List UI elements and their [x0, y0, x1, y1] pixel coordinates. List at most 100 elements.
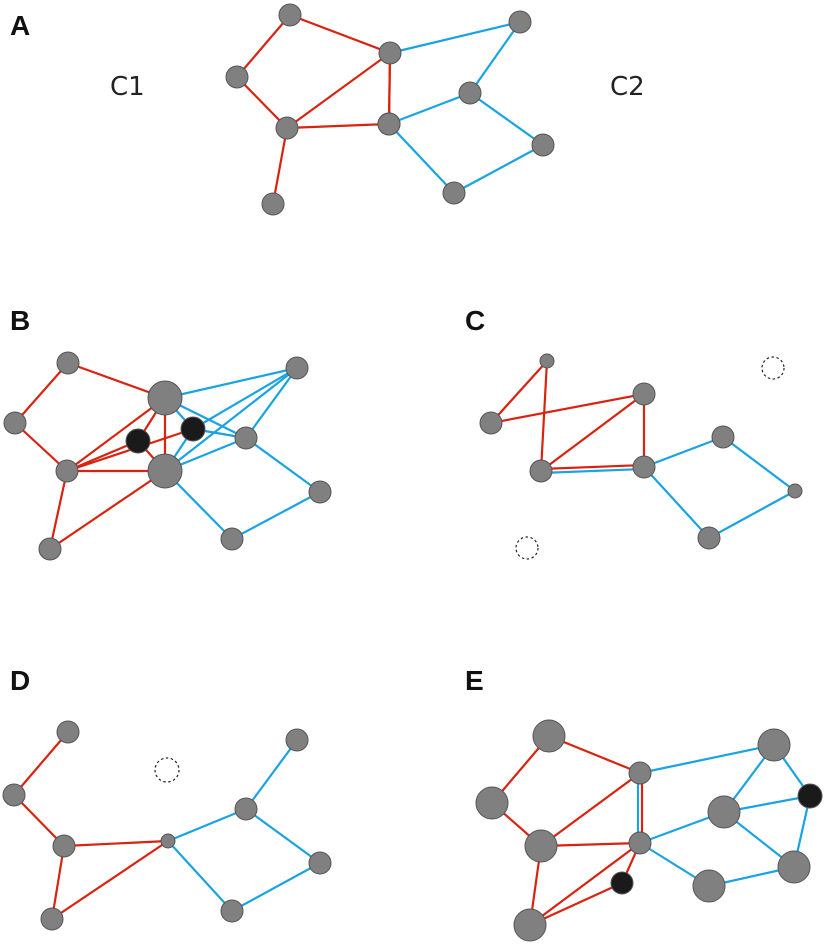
edge-red-a4-a5 — [285, 122, 391, 130]
node-a7 — [377, 112, 401, 136]
node-a11 — [442, 181, 466, 205]
edge-blue-a3-a8 — [388, 20, 522, 55]
node-a4 — [275, 116, 299, 140]
panel-b: B — [3, 305, 332, 561]
panel-a: A C1 C2 — [10, 3, 645, 216]
edge-red-b3-b4 — [48, 469, 69, 551]
edge-red-d3-d4 — [50, 844, 66, 921]
edge-red-c2-c3 — [489, 392, 646, 425]
node-e5 — [628, 761, 652, 785]
edge-blue-a8-a9 — [468, 20, 522, 95]
node-b2 — [3, 411, 27, 435]
edge-blue-c5-c6 — [642, 435, 725, 469]
panel-e: E — [465, 665, 823, 942]
highlighted-node-e10 — [797, 783, 823, 809]
edge-blue-b11-b12 — [230, 490, 322, 541]
node-c6 — [711, 425, 735, 449]
node-c4 — [529, 459, 553, 483]
node-d7 — [234, 797, 258, 821]
edge-blue-c8-c5 — [642, 465, 711, 540]
node-e4 — [513, 908, 547, 942]
node-d6 — [285, 728, 309, 752]
edge-red-c1-c4 — [539, 359, 549, 473]
node-c8 — [697, 526, 721, 550]
node-d5 — [160, 833, 176, 849]
panel-label-b: B — [10, 305, 30, 336]
edge-red-b4-b6 — [48, 469, 167, 551]
node-e11 — [692, 869, 726, 903]
edge-red-e4-e6 — [528, 841, 642, 927]
edge-red-c1-c2 — [489, 359, 549, 425]
panel-label-a: A — [10, 10, 30, 41]
edge-blue-b6-b9 — [163, 366, 299, 473]
node-a8 — [508, 10, 532, 34]
edge-red-a2-a4 — [235, 75, 289, 130]
node-d8 — [308, 851, 332, 875]
node-a3 — [378, 41, 402, 65]
edge-red-a3-a4 — [285, 51, 392, 130]
edge-blue-b8-b9 — [191, 366, 299, 431]
node-c2 — [479, 411, 503, 435]
removed-node-d10 — [154, 757, 180, 783]
node-c7 — [787, 483, 803, 499]
removed-node-c10 — [515, 536, 539, 560]
node-b9 — [285, 356, 309, 380]
node-e2 — [475, 786, 509, 820]
node-d2 — [2, 783, 26, 807]
edge-blue-d8-d9 — [230, 861, 322, 913]
node-e8 — [757, 728, 791, 762]
node-e1 — [532, 719, 566, 753]
node-b11 — [308, 480, 332, 504]
node-d1 — [56, 720, 80, 744]
cluster-label-c1: C1 — [110, 72, 145, 102]
edge-blue-c6-c7 — [721, 435, 797, 493]
panel-label-c: C — [465, 305, 485, 336]
edge-red-e3-e6 — [539, 841, 642, 848]
node-c1 — [539, 353, 555, 369]
edge-red-a1-a2 — [235, 13, 292, 79]
node-a2 — [225, 65, 249, 89]
edge-blue-a5-a11 — [387, 122, 456, 195]
cluster-label-c2: C2 — [610, 72, 645, 102]
node-b4 — [38, 537, 62, 561]
node-b5 — [147, 380, 183, 416]
node-a9 — [458, 81, 482, 105]
panel-d: D — [2, 665, 332, 931]
edge-blue-d7-d6 — [244, 738, 299, 811]
edge-blue-b9-b10 — [244, 366, 299, 440]
edge-red-d4-d5 — [50, 839, 170, 921]
node-e9 — [707, 795, 741, 829]
edge-blue-a9-a5 — [387, 91, 472, 126]
edge-red-c3-c4 — [539, 392, 646, 473]
node-e6 — [628, 831, 652, 855]
highlighted-node-b7 — [125, 428, 151, 454]
edge-blue-a10-a9 — [468, 91, 545, 147]
node-d4 — [40, 907, 64, 931]
edge-red-b1-b2 — [13, 361, 70, 425]
node-b3 — [55, 459, 79, 483]
node-b6 — [147, 453, 183, 489]
edge-red-e4-e7 — [528, 881, 624, 927]
edge-red-d3-d5 — [62, 839, 170, 848]
edge-red-c4-c5 — [539, 463, 646, 471]
panel-c: C — [465, 305, 803, 560]
edge-red-a1-a3 — [288, 13, 392, 55]
node-e3 — [524, 829, 558, 863]
removed-node-c9 — [761, 356, 785, 380]
edge-blue-c7-c8 — [707, 489, 797, 540]
highlighted-node-e7 — [610, 871, 634, 895]
edge-blue-d7-d8 — [244, 807, 322, 865]
node-c3 — [632, 382, 656, 406]
panel-label-d: D — [10, 665, 30, 696]
edge-red-a4-a6 — [271, 126, 289, 206]
edge-blue-c4-c5 — [539, 467, 646, 475]
node-a6 — [261, 192, 285, 216]
edge-blue-a11-a10 — [452, 143, 545, 195]
panel-label-e: E — [465, 665, 484, 696]
node-c5 — [632, 455, 656, 479]
node-a1 — [278, 3, 302, 27]
node-d3 — [52, 834, 76, 858]
node-b10 — [234, 426, 258, 450]
edge-blue-b5-b9 — [163, 366, 299, 400]
